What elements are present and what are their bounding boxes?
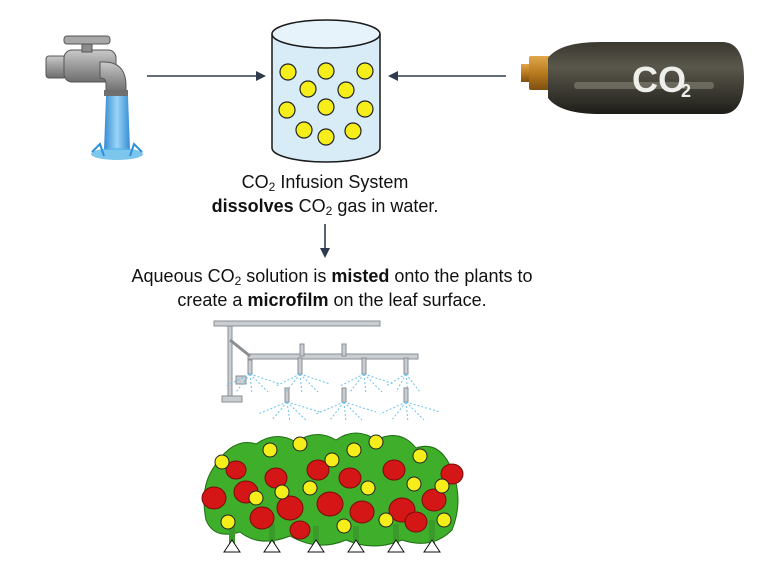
co2-cylinder-icon: CO 2 xyxy=(521,42,744,114)
caption-infusion-line2: dissolves CO2 gas in water. xyxy=(0,194,650,218)
gas-in-water-text: gas in water. xyxy=(332,196,439,216)
arrow-to-mist xyxy=(320,224,330,258)
caption-misting: Aqueous CO2 solution is misted onto the … xyxy=(0,264,664,312)
caption-infusion-line1: CO2 Infusion System xyxy=(0,170,650,194)
tomato-plants xyxy=(201,432,464,553)
microfilm-text: microfilm xyxy=(247,290,329,310)
misting-system-icon xyxy=(213,320,419,403)
arrow-water-to-tank xyxy=(147,71,266,81)
caption-infusion: CO2 Infusion System dissolves CO2 gas in… xyxy=(0,170,650,218)
onto-plants-text: onto the plants to xyxy=(389,266,533,286)
leaf-surface-text: on the leaf surface. xyxy=(328,290,487,310)
dissolves-text: dissolves xyxy=(211,196,294,216)
co2-subscript: 2 xyxy=(268,180,276,194)
mist-spray xyxy=(225,373,441,423)
misted-text: misted xyxy=(331,266,390,286)
solution-text: solution is xyxy=(241,266,332,286)
co2-subscript-3: 2 xyxy=(234,274,242,288)
caption-misting-line1: Aqueous CO2 solution is misted onto the … xyxy=(0,264,664,288)
infusion-system-text: Infusion System xyxy=(275,172,409,192)
co2-subscript-2: 2 xyxy=(325,204,333,218)
create-a-text: create a xyxy=(177,290,248,310)
caption-misting-line2: create a microfilm on the leaf surface. xyxy=(0,288,664,312)
arrow-co2-to-tank xyxy=(388,71,506,81)
faucet-icon xyxy=(45,35,128,96)
aqueous-text: Aqueous CO xyxy=(131,266,235,286)
co2-text: CO xyxy=(241,172,269,192)
co2-bubbles xyxy=(278,62,374,146)
cylinder-label: CO xyxy=(632,59,686,100)
co2-text-2: CO xyxy=(293,196,326,216)
water-stream-icon xyxy=(91,96,143,160)
cylinder-label-sub: 2 xyxy=(681,81,691,101)
